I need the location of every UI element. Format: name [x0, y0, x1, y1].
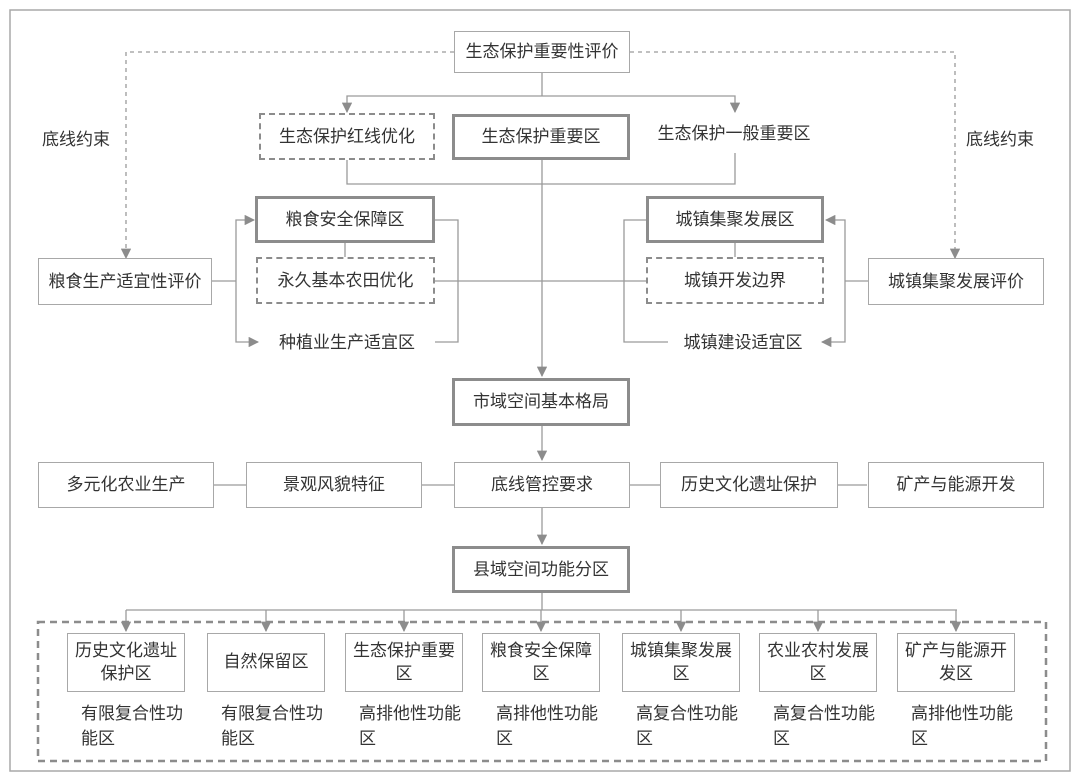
town-left-bracket: [623, 219, 668, 343]
farmland-optimization-box: 永久基本农田优化: [256, 257, 435, 304]
town-cluster-eval-box: 城镇集聚发展评价: [868, 258, 1044, 305]
town-cluster-zone-box: 城镇集聚发展区: [646, 196, 824, 243]
food-suitability-eval-box: 粮食生产适宜性评价: [38, 258, 212, 305]
city-spatial-pattern-box: 市域空间基本格局: [452, 378, 630, 426]
food-bracket-bottom: [235, 281, 260, 348]
zone-box: 历史文化遗址保护区: [67, 633, 185, 692]
eco-important-zone-label: 生态保护重要区: [481, 127, 601, 147]
landscape-feature-box: 景观风貌特征: [246, 462, 422, 508]
eco-general-zone-label: 生态保护一般重要区: [657, 124, 811, 144]
outer-frame: [9, 9, 1071, 772]
zone-label: 粮食安全保障区: [490, 640, 592, 684]
left-constraint-connector: [120, 51, 454, 260]
landscape-feature-label: 景观风貌特征: [283, 475, 385, 495]
eco-general-zone-box: 生态保护一般重要区: [640, 113, 828, 155]
mineral-energy-label: 矿产与能源开发: [896, 475, 1016, 495]
zone-note: 高复合性功能区: [773, 704, 875, 749]
town-development-boundary-box: 城镇开发边界: [646, 257, 824, 304]
zone-box: 矿产与能源开发区: [897, 633, 1015, 692]
town-construction-zone-label: 城镇建设适宜区: [683, 333, 803, 353]
zone-note: 高排他性功能区: [496, 704, 598, 749]
town-bracket-bottom: [820, 281, 846, 348]
zone-box: 城镇集聚发展区: [622, 633, 740, 692]
eco-important-zone-box: 生态保护重要区: [452, 114, 630, 160]
food-suitability-eval-label: 粮食生产适宜性评价: [48, 271, 202, 292]
zone-note: 有限复合性功能区: [81, 704, 183, 749]
eco-importance-eval-box: 生态保护重要性评价: [454, 31, 630, 73]
mineral-energy-box: 矿产与能源开发: [868, 462, 1044, 508]
zone-label: 农业农村发展区: [767, 640, 869, 684]
zone-label: 城镇集聚发展区: [630, 640, 732, 684]
diversified-agriculture-label: 多元化农业生产: [66, 475, 186, 495]
town-construction-zone-box: 城镇建设适宜区: [668, 330, 818, 356]
zone-note: 高复合性功能区: [636, 704, 738, 749]
zone-box: 粮食安全保障区: [482, 633, 600, 692]
zone-note: 高排他性功能区: [911, 704, 1013, 749]
city-spatial-pattern-label: 市域空间基本格局: [473, 392, 609, 412]
zone-box: 农业农村发展区: [759, 633, 877, 692]
eco-branch-left: [341, 95, 542, 114]
county-function-zoning-box: 县域空间功能分区: [452, 546, 630, 593]
zones-group-frame: [36, 620, 1048, 763]
eco-redline-optimization-label: 生态保护红线优化: [279, 126, 415, 147]
right-constraint-label: 底线约束: [966, 130, 1034, 150]
food-bracket-top: [235, 214, 256, 281]
eco-merge-connector: [346, 153, 736, 185]
zone-label: 矿产与能源开发区: [905, 640, 1007, 684]
zone-note: 高排他性功能区: [359, 704, 461, 749]
bottomline-control-label: 底线管控要求: [491, 475, 593, 495]
town-cluster-zone-label: 城镇集聚发展区: [675, 209, 795, 230]
zone-note: 有限复合性功能区: [221, 704, 323, 749]
zone-box: 自然保留区: [207, 633, 325, 692]
zone-box: 生态保护重要区: [345, 633, 463, 692]
diversified-agriculture-box: 多元化农业生产: [38, 462, 214, 508]
planting-suitable-zone-box: 种植业生产适宜区: [262, 330, 432, 356]
food-security-zone-box: 粮食安全保障区: [255, 196, 435, 243]
eco-importance-eval-label: 生态保护重要性评价: [465, 42, 619, 62]
town-bracket-top: [824, 214, 846, 281]
bottomline-control-box: 底线管控要求: [454, 462, 630, 508]
county-function-zoning-label: 县域空间功能分区: [473, 559, 609, 580]
heritage-protection-box: 历史文化遗址保护: [660, 462, 838, 508]
zone-label: 生态保护重要区: [353, 640, 455, 684]
heritage-protection-label: 历史文化遗址保护: [681, 475, 817, 495]
town-cluster-eval-label: 城镇集聚发展评价: [888, 271, 1024, 292]
zone-label: 自然保留区: [223, 652, 309, 672]
town-development-boundary-label: 城镇开发边界: [684, 270, 786, 291]
farmland-optimization-label: 永久基本农田优化: [277, 270, 414, 291]
zone-label: 历史文化遗址保护区: [75, 640, 177, 684]
planting-suitable-zone-label: 种植业生产适宜区: [279, 333, 415, 353]
eco-branch-right: [542, 95, 741, 114]
eco-redline-optimization-box: 生态保护红线优化: [259, 113, 435, 160]
food-security-zone-label: 粮食安全保障区: [285, 209, 405, 230]
left-constraint-label: 底线约束: [42, 130, 110, 150]
